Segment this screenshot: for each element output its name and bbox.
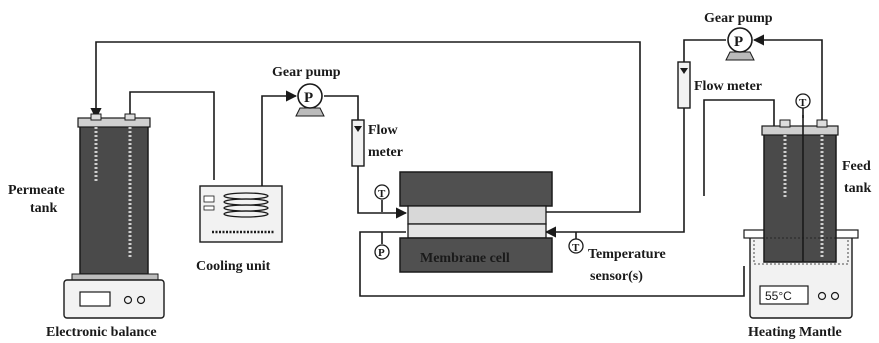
cooling-unit [199,185,283,243]
membrane-cell [399,171,553,273]
flowmeter-to-cell-right-pipe [544,108,685,238]
flow-meter-left [351,119,365,167]
gear-pump-right-label: Gear pump [704,11,773,26]
temperature-sensor-outlet [568,232,584,254]
feed-tank-label-line1: Feed [842,159,871,174]
pressure-gauge-symbol: P [378,247,385,259]
flow-meter-right [677,61,691,109]
pump-to-flowmeter-pipe [324,95,359,120]
flow-meter-right-label: Flow meter [694,79,762,94]
heating-mantle-display: 55°C [765,289,792,303]
feed-thermometer-symbol: T [799,97,807,109]
temperature-sensor-label-line1: Temperature [588,247,666,262]
gear-pump-right-symbol: P [734,34,743,50]
gear-pump-left-symbol: P [304,90,313,106]
pipe-lines [90,34,823,297]
electronic-balance-label: Electronic balance [46,325,157,340]
cooling-unit-label: Cooling unit [196,259,271,274]
permeate-tank [77,113,151,275]
cooler-to-pump-pipe [261,90,298,210]
feed-sensor-wire [703,99,775,196]
permeate-tank-label-line1: Permeate [8,183,65,198]
temperature-sensor-inlet [374,184,390,212]
flow-meter-left-label-line2: meter [368,145,403,160]
cell-to-feed-return-pipe [359,231,745,297]
feed-tank-label-line2: tank [844,181,871,196]
gear-pump-right [725,27,755,61]
temperature-sensor-label-line2: sensor(s) [590,269,643,284]
heating-mantle-label: Heating Mantle [748,325,842,340]
permeate-return-pipe [90,41,641,213]
feed-to-pump-pipe [752,34,823,122]
gear-pump-left [295,83,325,117]
flow-meter-left-label-line1: Flow [368,123,398,138]
feed-tank [753,115,849,265]
permeate-tank-label-line2: tank [30,201,57,216]
temperature-sensor-inlet-symbol: T [378,188,386,200]
tank-to-cooler-pipe [129,91,215,180]
flowmeter-to-cell-pipe [357,166,408,219]
pressure-gauge [374,232,390,260]
electronic-balance [63,273,165,319]
membrane-cell-label: Membrane cell [420,251,510,266]
gear-pump-left-label: Gear pump [272,65,341,80]
temperature-sensor-outlet-symbol: T [572,242,580,254]
pump-to-flowmeter-right-pipe [683,39,726,62]
feed-thermometer [795,93,811,118]
